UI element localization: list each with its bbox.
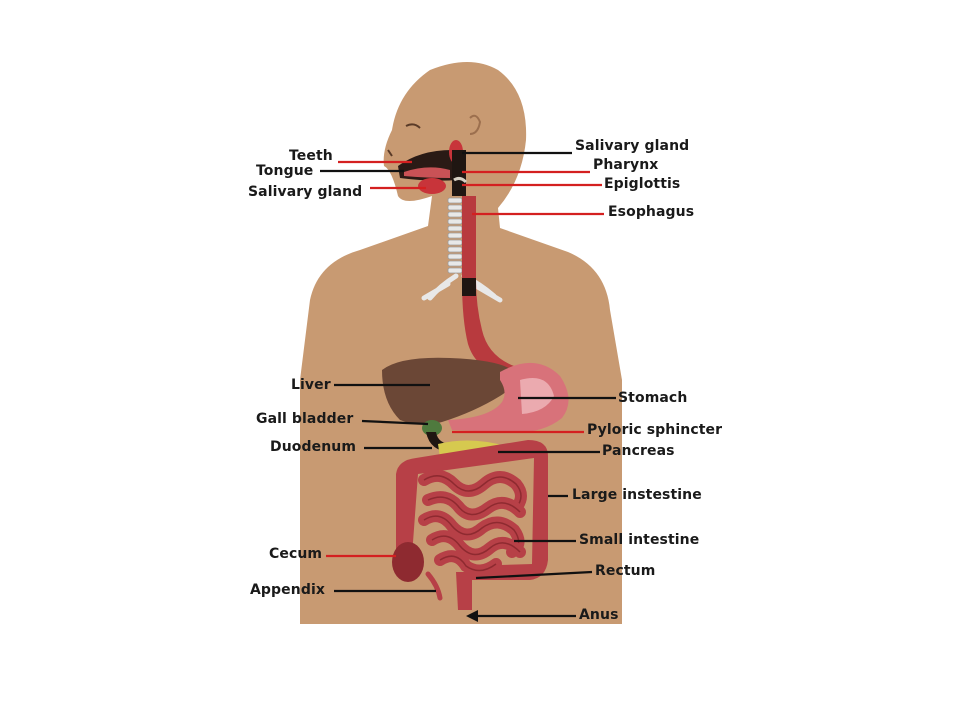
- trachea-ring: [447, 267, 463, 274]
- face-eye: [405, 123, 421, 129]
- small-intestine-loop-shade: [423, 515, 520, 553]
- leader-lines: [320, 151, 616, 622]
- label-salivary-gland-right: Salivary gland: [575, 138, 690, 154]
- label-esophagus: Esophagus: [608, 204, 695, 220]
- label-epiglottis: Epiglottis: [604, 176, 681, 192]
- label-pancreas: Pancreas: [602, 443, 675, 459]
- face-ear: [469, 114, 482, 135]
- label-anus: Anus: [579, 607, 619, 623]
- epiglottis-shape: [453, 176, 468, 184]
- bronchi: [421, 273, 503, 303]
- rectum-shape: [456, 572, 472, 610]
- tongue-shape: [404, 167, 450, 178]
- label-gall-bladder: Gall bladder: [256, 411, 354, 427]
- small-intestine-loop-shade: [427, 496, 521, 516]
- label-appendix: Appendix: [250, 582, 325, 598]
- trachea-ring: [447, 260, 463, 267]
- label-pharynx: Pharynx: [593, 157, 659, 173]
- label-small-intestine: Small intestine: [579, 532, 700, 548]
- stomach-highlight: [520, 378, 554, 414]
- trachea-ring: [447, 204, 463, 211]
- liver-shape: [382, 357, 515, 425]
- trachea-ring: [447, 225, 463, 232]
- label-tongue: Tongue: [256, 163, 314, 179]
- label-pyloric-sphincter: Pyloric sphincter: [587, 422, 723, 438]
- trachea-ring: [447, 211, 463, 218]
- leader-gall-bladder: [361, 419, 429, 426]
- label-stomach: Stomach: [618, 390, 688, 406]
- appendix-shape: [425, 571, 443, 601]
- trachea-ring: [447, 239, 463, 246]
- label-teeth: Teeth: [289, 148, 333, 164]
- leader-anus-arrow: [466, 610, 478, 622]
- small-intestine-loop-shade: [439, 555, 497, 572]
- salivary-gland-left-shape: [418, 178, 446, 194]
- trachea-ring: [447, 232, 463, 239]
- label-rectum: Rectum: [595, 563, 656, 579]
- large-intestine-shape: [396, 440, 548, 580]
- label-large-intestine: Large instestine: [572, 487, 702, 503]
- trachea-ring: [447, 246, 463, 253]
- small-intestine-shape: [418, 469, 527, 577]
- face-nose: [387, 149, 393, 157]
- label-cecum: Cecum: [269, 546, 323, 562]
- label-liver: Liver: [291, 377, 331, 393]
- trachea: [447, 197, 463, 274]
- trachea-ring: [447, 197, 463, 204]
- esophagus-shape: [462, 196, 514, 374]
- label-duodenum: Duodenum: [270, 439, 357, 455]
- leader-rectum: [475, 570, 593, 580]
- small-intestine-loop-shade: [431, 535, 521, 556]
- cecum-shape: [392, 542, 424, 582]
- trachea-ring: [447, 218, 463, 225]
- esophagus-dark-band: [462, 278, 476, 296]
- label-salivary-gland-left: Salivary gland: [248, 184, 363, 200]
- small-intestine-loop-shade: [423, 475, 522, 509]
- trachea-ring: [447, 253, 463, 260]
